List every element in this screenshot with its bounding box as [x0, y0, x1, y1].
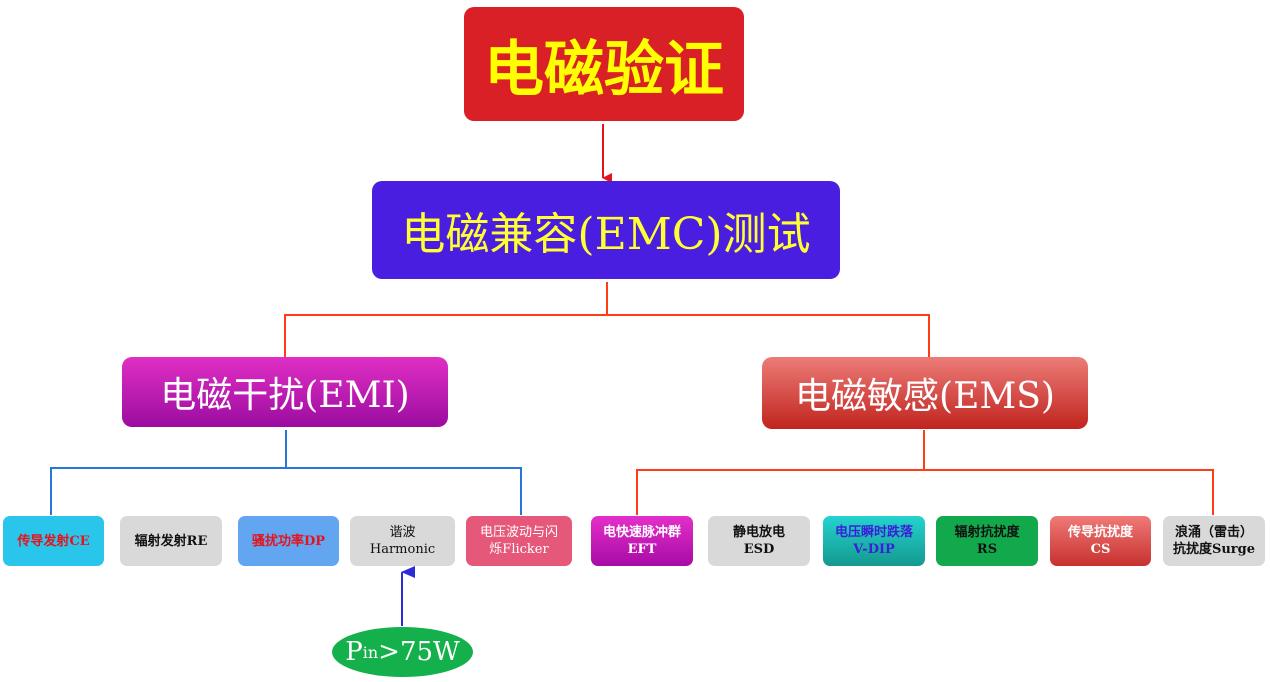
ems-item-cs-line1: 传导抗扰度	[1067, 525, 1133, 540]
ems-item-esd-line2: ESD	[743, 542, 775, 557]
ems-item-esd: 静电放电 ESD	[708, 516, 810, 566]
ems-item-rs: 辐射抗扰度 RS	[936, 516, 1038, 566]
ems-node: 电磁敏感(EMS)	[762, 357, 1088, 429]
root-node: 电磁验证	[464, 7, 744, 121]
ems-item-eft-line2: EFT	[627, 542, 657, 557]
emi-item-dp-label: 骚扰功率DP	[251, 533, 326, 549]
ems-item-eft: 电快速脉冲群 EFT	[591, 516, 693, 566]
ems-item-vdip-line1: 电压瞬时跌落	[834, 525, 913, 540]
ems-item-vdip: 电压瞬时跌落 V-DIP	[823, 516, 925, 566]
ems-item-surge-line1: 浪涌（雷击）	[1174, 525, 1253, 540]
emi-item-harmonic-line1: 谐波	[389, 525, 416, 540]
connector-emi-items	[50, 430, 287, 515]
emi-node: 电磁干扰(EMI)	[122, 357, 448, 427]
ems-label: 电磁敏感(EMS)	[795, 376, 1055, 417]
ems-item-surge-line2: 抗扰度Surge	[1172, 542, 1256, 557]
emi-item-dp: 骚扰功率DP	[238, 516, 339, 566]
emi-label: 电磁干扰(EMI)	[160, 375, 410, 416]
emc-node: 电磁兼容(EMC)测试	[372, 181, 840, 279]
emi-item-harmonic-line2: Harmonic	[369, 542, 436, 557]
connector-ems-items	[636, 430, 925, 515]
ems-item-esd-line1: 静电放电	[732, 525, 785, 540]
power-threshold: >75W	[378, 637, 460, 667]
emi-item-ce: 传导发射CE	[3, 516, 104, 566]
ems-item-cs-line2: CS	[1090, 542, 1111, 557]
emi-item-flicker-line2: 烁Flicker	[489, 542, 549, 557]
ems-item-rs-line2: RS	[976, 542, 998, 557]
ems-item-eft-line1: 电快速脉冲群	[602, 525, 681, 540]
ems-item-surge: 浪涌（雷击） 抗扰度Surge	[1163, 516, 1265, 566]
power-subscript: in	[362, 642, 379, 662]
emi-item-ce-label: 传导发射CE	[17, 533, 90, 549]
emi-item-re-label: 辐射发射RE	[134, 533, 208, 549]
emi-item-flicker-line1: 电压波动与闪	[479, 525, 558, 540]
ems-item-cs: 传导抗扰度 CS	[1050, 516, 1151, 566]
emc-label: 电磁兼容(EMC)测试	[401, 209, 811, 260]
emi-item-re: 辐射发射RE	[120, 516, 222, 566]
ems-item-vdip-line2: V-DIP	[853, 542, 895, 557]
ems-item-rs-line1: 辐射抗扰度	[954, 525, 1020, 540]
power-symbol: P	[345, 637, 363, 667]
root-label: 电磁验证	[484, 34, 724, 105]
emi-item-flicker: 电压波动与闪 烁Flicker	[466, 516, 572, 566]
emi-item-harmonic: 谐波 Harmonic	[350, 516, 455, 566]
connector-emc-branches	[284, 282, 608, 357]
